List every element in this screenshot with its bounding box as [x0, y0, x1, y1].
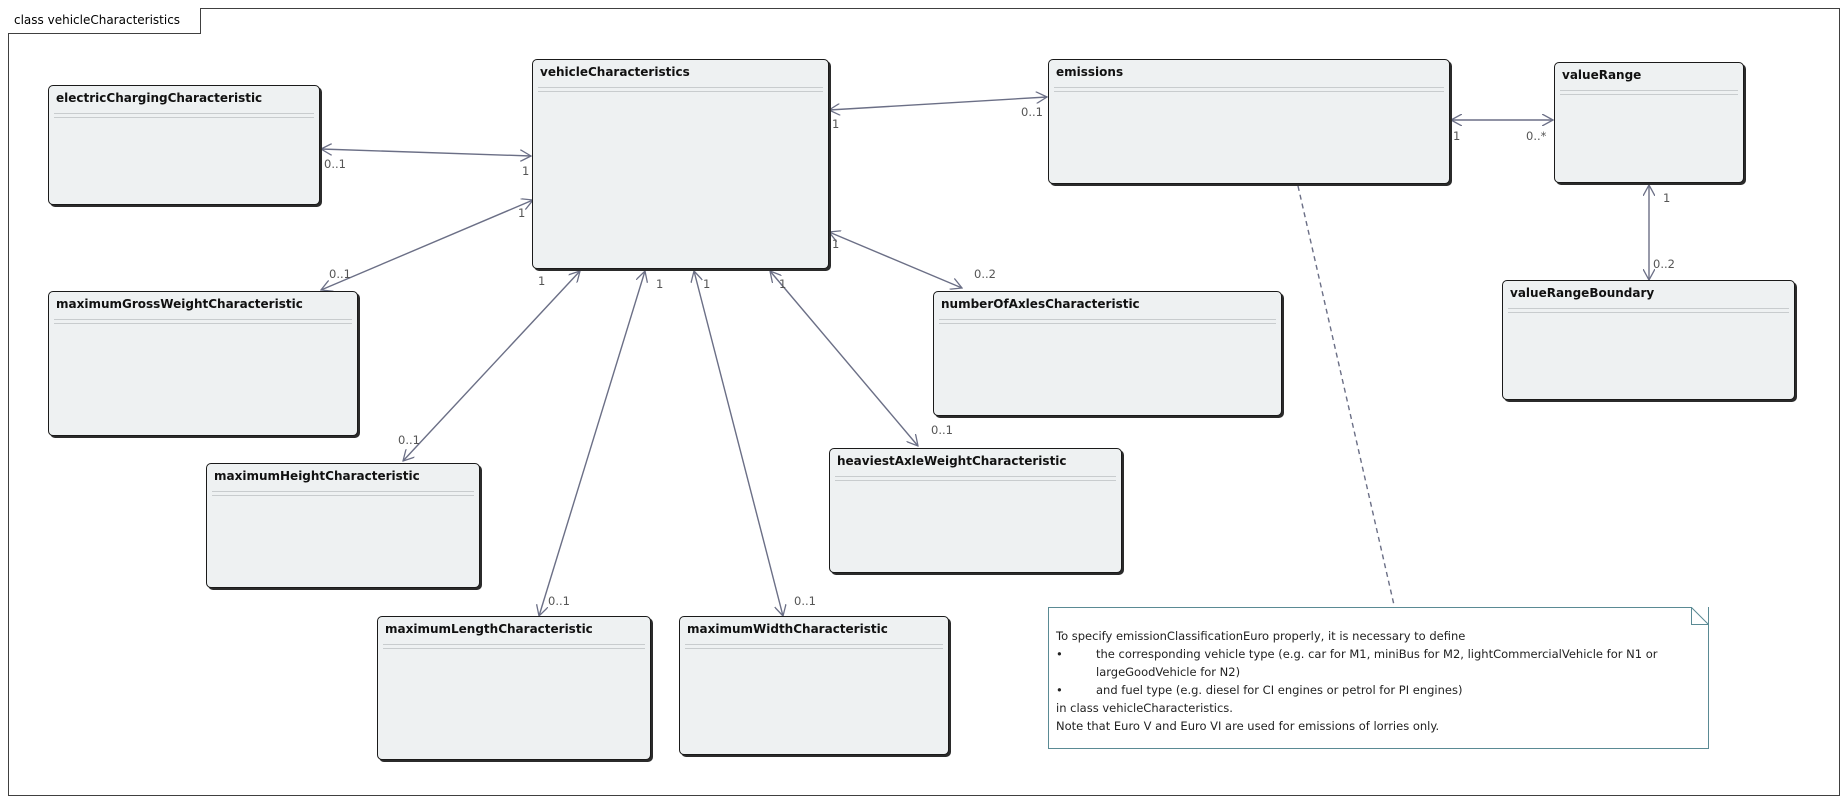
note-text: To specify emissionClassificationEuro pr… [1056, 627, 1657, 735]
class-name: heaviestAxleWeightCharacteristic [837, 454, 1067, 468]
class-divider [1560, 94, 1738, 95]
class-maximum-length-characteristic[interactable]: maximumLengthCharacteristic [377, 616, 651, 760]
class-name: emissions [1056, 65, 1124, 79]
note-top-border [1048, 607, 1692, 608]
class-name: maximumWidthCharacteristic [687, 622, 888, 636]
multiplicity-label: 1 [522, 164, 530, 178]
note-bullet-text: the corresponding vehicle type (e.g. car… [1096, 647, 1658, 661]
class-name: maximumLengthCharacteristic [385, 622, 593, 636]
multiplicity-label: 1 [779, 277, 787, 291]
class-divider [212, 495, 474, 496]
diagram-frame [8, 8, 1840, 796]
association-max-height [403, 271, 580, 461]
class-divider [538, 87, 823, 88]
class-divider [1560, 90, 1738, 91]
multiplicity-label: 0..1 [398, 433, 420, 447]
diagram-note[interactable]: To specify emissionClassificationEuro pr… [1048, 607, 1709, 749]
multiplicity-label: 1 [518, 206, 526, 220]
class-value-range[interactable]: valueRange [1554, 62, 1744, 183]
note-line: To specify emissionClassificationEuro pr… [1056, 629, 1466, 643]
class-divider [1054, 87, 1444, 88]
class-divider [1508, 308, 1789, 309]
class-divider [212, 491, 474, 492]
multiplicity-label: 0..* [1526, 129, 1547, 143]
class-value-range-boundary[interactable]: valueRangeBoundary [1502, 280, 1795, 400]
multiplicity-label: 0..1 [931, 423, 953, 437]
association-electric-charging [321, 149, 531, 156]
class-vehicle-characteristics[interactable]: vehicleCharacteristics [532, 59, 829, 269]
multiplicity-label: 1 [703, 277, 711, 291]
class-name: electricChargingCharacteristic [56, 91, 263, 105]
note-bullet-item: • and fuel type (e.g. diesel for CI engin… [1056, 681, 1657, 699]
association-heaviest-axle [770, 271, 918, 446]
multiplicity-label: 0..1 [329, 267, 351, 281]
class-number-of-axles-characteristic[interactable]: numberOfAxlesCharacteristic [933, 291, 1282, 416]
association-max-length [539, 271, 645, 616]
multiplicity-label: 0..2 [974, 267, 996, 281]
class-divider [54, 319, 352, 320]
association-max-gross-weight [321, 200, 533, 290]
note-bullet-text: largeGoodVehicle for N2) [1096, 665, 1241, 679]
class-name: numberOfAxlesCharacteristic [941, 297, 1140, 311]
class-divider [939, 323, 1276, 324]
class-name: maximumGrossWeightCharacteristic [56, 297, 303, 311]
class-divider [835, 476, 1116, 477]
multiplicity-label: 0..1 [794, 594, 816, 608]
note-bullet-item: • the corresponding vehicle type (e.g. ca… [1056, 645, 1657, 663]
note-folded-corner-icon [1691, 607, 1709, 625]
class-divider [538, 91, 823, 92]
class-maximum-gross-weight-characteristic[interactable]: maximumGrossWeightCharacteristic [48, 291, 358, 436]
multiplicity-label: 1 [538, 274, 546, 288]
class-divider [1508, 312, 1789, 313]
class-divider [685, 648, 943, 649]
class-emissions[interactable]: emissions [1048, 59, 1450, 184]
class-maximum-height-characteristic[interactable]: maximumHeightCharacteristic [206, 463, 480, 588]
multiplicity-label: 1 [1663, 191, 1671, 205]
note-line: Note that Euro V and Euro VI are used fo… [1056, 719, 1440, 733]
multiplicity-label: 0..1 [1021, 105, 1043, 119]
multiplicity-label: 1 [1453, 129, 1461, 143]
class-name: valueRange [1562, 68, 1642, 82]
class-name: vehicleCharacteristics [540, 65, 690, 79]
class-divider [1054, 91, 1444, 92]
association-max-width [694, 271, 783, 616]
class-divider [383, 648, 645, 649]
class-name: maximumHeightCharacteristic [214, 469, 420, 483]
class-divider [54, 117, 314, 118]
bullet-glyph: • [1056, 683, 1063, 697]
note-bullet-continuation: largeGoodVehicle for N2) [1056, 663, 1657, 681]
multiplicity-label: 0..1 [324, 157, 346, 171]
class-divider [685, 644, 943, 645]
multiplicity-label: 0..2 [1653, 257, 1675, 271]
diagram-frame-title: class vehicleCharacteristics [8, 8, 202, 34]
note-bullet-text: and fuel type (e.g. diesel for CI engine… [1096, 683, 1463, 697]
class-name: valueRangeBoundary [1510, 286, 1655, 300]
bullet-glyph: • [1056, 647, 1063, 661]
multiplicity-label: 1 [832, 117, 840, 131]
multiplicity-label: 1 [656, 277, 664, 291]
association-emissions [829, 97, 1047, 110]
note-link [1297, 185, 1395, 606]
class-divider [383, 644, 645, 645]
class-heaviest-axle-weight-characteristic[interactable]: heaviestAxleWeightCharacteristic [829, 448, 1122, 573]
association-number-of-axles [829, 232, 962, 288]
class-divider [939, 319, 1276, 320]
class-divider [835, 480, 1116, 481]
multiplicity-label: 0..1 [548, 594, 570, 608]
note-line: in class vehicleCharacteristics. [1056, 701, 1233, 715]
multiplicity-label: 1 [832, 237, 840, 251]
class-maximum-width-characteristic[interactable]: maximumWidthCharacteristic [679, 616, 949, 755]
class-divider [54, 113, 314, 114]
class-electric-charging-characteristic[interactable]: electricChargingCharacteristic [48, 85, 320, 205]
class-divider [54, 323, 352, 324]
